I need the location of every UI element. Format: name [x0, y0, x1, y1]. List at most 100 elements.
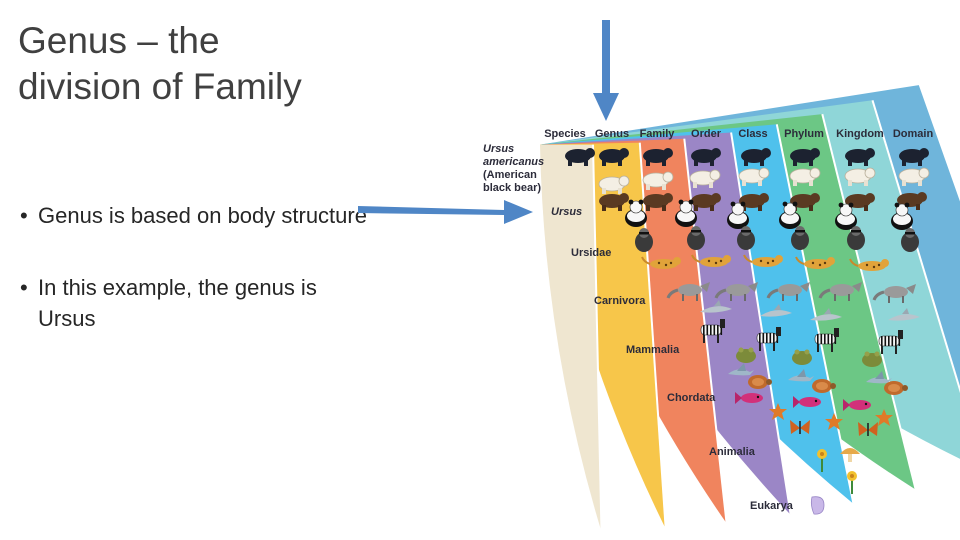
slide-title-line-2: division of Family: [18, 66, 302, 107]
bullet-dot: •: [20, 203, 28, 228]
bullet-text: Genus is based on body structure: [38, 203, 367, 228]
starfish-icon: [769, 403, 787, 420]
header-label-domain: Domain: [893, 128, 934, 140]
bullet-item: • In this example, the genus is Ursus: [20, 272, 380, 334]
header-labels: Species Genus Family Order Class Phylum …: [544, 128, 933, 140]
polar-bear-icon: [689, 169, 721, 188]
species-name-line-4: black bear): [483, 182, 541, 194]
turtle-icon: [812, 379, 836, 393]
polar-bear-icon: [789, 167, 821, 186]
zebra-icon: [878, 330, 903, 354]
band-divider: [821, 113, 917, 490]
raccoon-icon: [635, 228, 653, 252]
band-divider: [871, 100, 960, 394]
fox-icon: [872, 284, 916, 303]
amoeba-icon: [810, 496, 825, 515]
fox-icon: [666, 282, 710, 301]
raccoon-icon: [901, 228, 919, 252]
leopard-icon: [849, 258, 889, 271]
leopard-icon: [743, 254, 783, 267]
dolphin-icon: [700, 300, 732, 313]
band-divider: [730, 132, 792, 516]
dolphin-icon: [760, 304, 792, 317]
header-label-kingdom: Kingdom: [836, 128, 884, 140]
dolphin-icon: [888, 308, 920, 321]
header-label-species: Species: [544, 128, 586, 140]
black-bear-icon: [845, 148, 875, 166]
bullet-dot: •: [20, 275, 28, 300]
mushroom-icon: [840, 448, 860, 462]
bullet-list: • Genus is based on body structure • In …: [20, 200, 380, 375]
starfish-icon: [875, 409, 893, 426]
bird-icon: [866, 371, 892, 384]
brown-bear-icon: [599, 193, 629, 211]
level-labels: Ursus Ursidae Carnivora Mammalia Chordat…: [551, 206, 794, 512]
fox-icon: [714, 282, 758, 301]
zebra-icon: [756, 327, 781, 351]
level-label-carnivora: Carnivora: [594, 295, 646, 307]
band-divider: [638, 142, 667, 529]
species-name: Ursus americanus (American black bear): [483, 143, 544, 194]
starfish-icon: [825, 413, 843, 430]
giant-panda-icon: [891, 202, 913, 230]
frog-icon: [792, 349, 812, 365]
fish-icon: [735, 392, 763, 404]
dolphin-icon: [810, 308, 842, 321]
frog-icon: [862, 351, 882, 367]
black-bear-icon: [599, 148, 629, 166]
black-bear-icon: [565, 148, 595, 166]
bird-icon: [788, 369, 814, 382]
polar-bear-icon: [642, 171, 674, 190]
down-arrow-head: [593, 93, 619, 121]
raccoon-icon: [847, 226, 865, 250]
band-divider: [592, 144, 603, 532]
right-arrow-shape: [358, 200, 533, 224]
header-label-family: Family: [640, 128, 676, 140]
giant-panda-icon: [779, 201, 801, 229]
level-label-ursidae: Ursidae: [571, 247, 611, 259]
header-label-class: Class: [738, 128, 767, 140]
fish-icon: [793, 396, 821, 408]
fox-icon: [766, 282, 810, 301]
species-name-line-2: americanus: [483, 156, 544, 168]
leopard-icon: [691, 254, 731, 267]
polar-bear-icon: [738, 167, 770, 186]
bullet-item: • Genus is based on body structure: [20, 200, 380, 231]
genus-down-arrow: [593, 20, 619, 121]
header-label-phylum: Phylum: [784, 128, 824, 140]
flower-icon: [817, 449, 827, 472]
flower-icon: [847, 471, 857, 494]
brown-bear-icon: [691, 193, 721, 211]
black-bear-icon: [741, 148, 771, 166]
zebra-icon: [814, 328, 839, 352]
species-name-line-1: Ursus: [483, 143, 514, 155]
genus-right-arrow: [358, 200, 533, 224]
raccoon-icon: [737, 226, 755, 250]
polar-bear-icon: [598, 175, 630, 194]
giant-panda-icon: [625, 199, 647, 227]
black-bear-icon: [899, 148, 929, 166]
black-bear-icon: [790, 148, 820, 166]
black-bear-icon: [691, 148, 721, 166]
turtle-icon: [884, 381, 908, 395]
level-label-ursus: Ursus: [551, 206, 582, 218]
zebra-icon: [700, 319, 725, 343]
turtle-icon: [748, 375, 772, 389]
bird-icon: [728, 363, 754, 376]
giant-panda-icon: [835, 202, 857, 230]
leopard-icon: [641, 256, 681, 269]
polar-bear-icon: [844, 167, 876, 186]
taxonomy-bands: [540, 85, 960, 532]
leopard-icon: [795, 256, 835, 269]
header-label-order: Order: [691, 128, 722, 140]
brown-bear-icon: [739, 193, 769, 211]
fish-icon: [843, 399, 871, 411]
raccoon-icon: [791, 226, 809, 250]
giant-panda-icon: [727, 201, 749, 229]
bullet-text: In this example, the genus is Ursus: [38, 275, 317, 331]
giant-panda-icon: [675, 199, 697, 227]
organism-icons: [565, 148, 930, 515]
black-bear-icon: [643, 148, 673, 166]
slide-title-line-1: Genus – the: [18, 20, 220, 61]
